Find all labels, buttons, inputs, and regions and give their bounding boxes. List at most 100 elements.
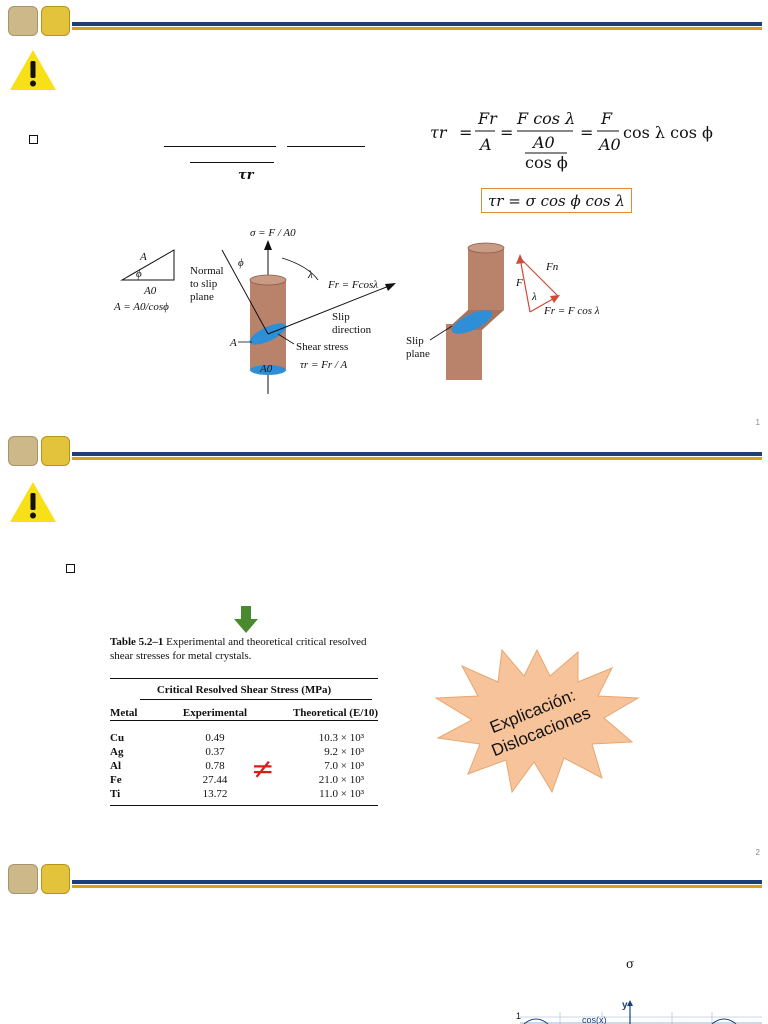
formula-den-3: A0: [597, 135, 621, 154]
cell-experimental: 0.37: [205, 745, 225, 758]
slide-header: [0, 858, 768, 898]
col-header-experimental: Experimental: [182, 706, 248, 719]
header-bar-blue: [72, 452, 762, 456]
cell-metal: Ti: [110, 787, 121, 800]
tau-symbol: τr: [238, 168, 254, 183]
slide-2: Table 5.2–1 Experimental and theoretical…: [0, 430, 768, 858]
tau-relation: τr = Fr / A: [300, 359, 347, 371]
svg-text:=: =: [580, 123, 593, 142]
not-equal-symbol: ≠: [251, 752, 275, 785]
triangle-a-label: A: [139, 251, 147, 263]
header-bar-blue: [72, 880, 762, 884]
table-caption: Table 5.2–1 Experimental and theoretical…: [110, 636, 378, 664]
faculty-logo: [40, 436, 70, 466]
slide-header: [0, 430, 768, 470]
plot-y-tick: 1: [516, 1011, 521, 1021]
starburst-callout: Explicación: Dislocaciones: [434, 648, 640, 794]
rss-table-block: Table 5.2–1 Experimental and theoretical…: [110, 636, 378, 806]
lambda-label: λ: [307, 269, 313, 281]
fr-label: Fr = Fcosλ: [327, 279, 378, 291]
cell-experimental: 27.44: [202, 773, 228, 786]
rss-table: Metal Experimental Theoretical (E/10) Cu…: [110, 706, 378, 806]
table-row: Fe 27.44 21.0 × 10³: [110, 773, 378, 787]
table-caption-number: Table 5.2–1: [110, 636, 164, 648]
slip-direction-1: Slip: [332, 311, 350, 323]
col-header-theoretical: Theoretical (E/10): [292, 706, 378, 719]
rule: [164, 146, 276, 147]
header-bar-gold: [72, 457, 762, 460]
unam-logo: [8, 6, 38, 36]
table-row: Al 0.78 7.0 × 10³: [110, 759, 378, 773]
table-row: Ti 13.72 11.0 × 10³: [110, 787, 378, 801]
slip-cylinder-figure: A ϕ A0 A = A0/cosϕ Normal to slip plane …: [113, 227, 396, 394]
cell-theoretical: 7.0 × 10³: [324, 759, 364, 772]
rule: [190, 162, 274, 163]
slide-header: [0, 0, 768, 40]
a0-label: A0: [259, 363, 273, 375]
slip-direction-2: direction: [332, 324, 372, 336]
institution-logos: [8, 436, 70, 466]
boxed-formula: τr = σ cos ϕ cos λ: [481, 188, 632, 213]
formula-tail: cos λ cos ϕ: [623, 123, 713, 142]
a-label: A: [229, 337, 237, 349]
bullet-icon: [66, 564, 75, 573]
header-bar-gold: [72, 27, 762, 30]
normal-label-2: to slip: [190, 278, 218, 290]
svg-text:=: =: [500, 123, 513, 142]
force-lambda-label: λ: [531, 291, 537, 303]
col-header-metal: Metal: [110, 706, 138, 719]
force-f-label: F: [515, 277, 523, 289]
formula-num-1: Fr: [477, 109, 498, 128]
faculty-logo: [40, 864, 70, 894]
plot-y-label: y: [622, 1000, 628, 1011]
table-row: Ag 0.37 9.2 × 10³: [110, 745, 378, 759]
formula-den-1: A: [478, 135, 492, 154]
cell-experimental: 0.49: [205, 731, 225, 744]
unam-logo: [8, 436, 38, 466]
table-caption-text: Experimental and theoretical critical re…: [110, 636, 367, 662]
unam-logo: [8, 864, 38, 894]
cell-theoretical: 11.0 × 10³: [319, 787, 364, 800]
table-group-header: Critical Resolved Shear Stress (MPa): [156, 683, 332, 696]
warning-icon: [10, 50, 56, 90]
cell-metal: Ag: [110, 745, 124, 758]
slide-3: σ 1 y cos(x): [0, 858, 768, 1024]
slide-number: 1: [755, 418, 760, 427]
triangle-phi-label: ϕ: [136, 268, 142, 280]
sigma-label: σ = F / A0: [250, 227, 296, 239]
force-fn-label: Fn: [545, 261, 559, 273]
faculty-logo: [40, 6, 70, 36]
normal-label-1: Normal: [190, 265, 224, 277]
formula-den-2-den: cos ϕ: [525, 153, 568, 172]
cell-theoretical: 9.2 × 10³: [324, 745, 364, 758]
slip-plane-figure: Slip plane F Fn λ Fr = F cos λ: [406, 242, 600, 380]
header-bar-gold: [72, 885, 762, 888]
arrow-down-icon: [234, 606, 258, 633]
slip-plane-label-1: Slip: [406, 335, 424, 347]
formula-num-3: F: [600, 109, 613, 128]
formula-den-2-num: A0: [531, 133, 555, 152]
formula-lhs: τr: [430, 123, 448, 142]
sigma-symbol: σ: [626, 957, 635, 971]
shear-stress-label: Shear stress: [296, 341, 348, 353]
cell-theoretical: 21.0 × 10³: [318, 773, 364, 786]
header-bar-blue: [72, 22, 762, 26]
triangle-a0-label: A0: [143, 285, 157, 297]
institution-logos: [8, 864, 70, 894]
table-row: Cu 0.49 10.3 × 10³: [110, 731, 378, 745]
formula-num-2: F cos λ: [516, 109, 575, 128]
slide-number: 2: [755, 848, 760, 857]
cosine-plot: 1 y cos(x): [516, 1000, 762, 1024]
normal-label-3: plane: [190, 291, 214, 303]
cell-metal: Fe: [110, 773, 122, 786]
force-fr-label: Fr = F cos λ: [543, 305, 600, 317]
phi-label: ϕ: [238, 257, 244, 269]
cell-theoretical: 10.3 × 10³: [318, 731, 364, 744]
rule: [287, 146, 365, 147]
slide-1: τr τr = Fr A = F cos λ A0 cos ϕ = F A0 c…: [0, 0, 768, 430]
boxed-formula-text: τr = σ cos ϕ cos λ: [488, 192, 625, 210]
cell-experimental: 0.78: [205, 759, 225, 772]
plot-func-label: cos(x): [582, 1015, 607, 1024]
resolved-shear-formula: τr = Fr A = F cos λ A0 cos ϕ = F A0 cos …: [430, 109, 713, 172]
bullet-icon: [29, 135, 38, 144]
